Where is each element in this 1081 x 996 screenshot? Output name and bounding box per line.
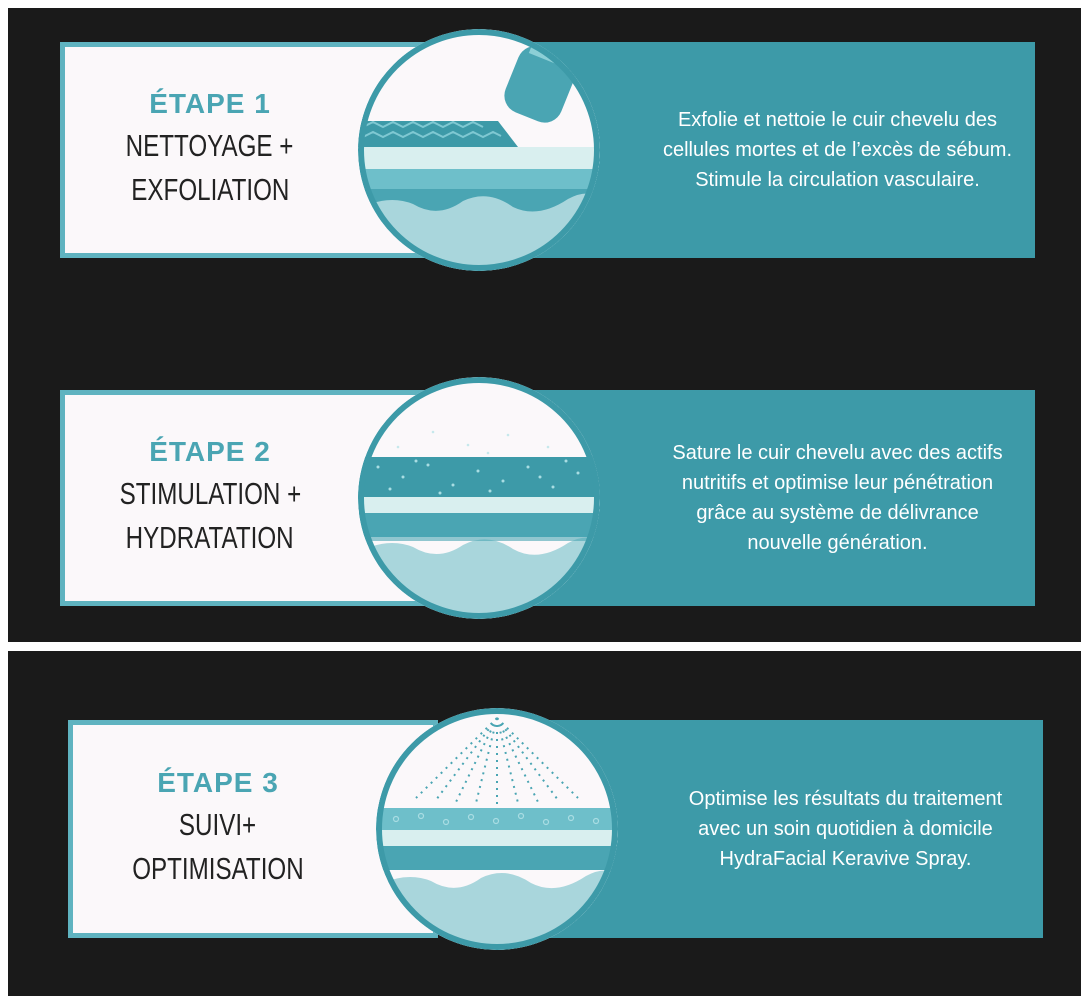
step-title: ÉTAPE 3 xyxy=(157,767,279,798)
step-label: ÉTAPE 1 NETTOYAGE + EXFOLIATION xyxy=(60,42,360,258)
serum-particles-icon xyxy=(358,377,600,619)
step-title: ÉTAPE 2 xyxy=(149,436,271,467)
step-description: Sature le cuir chevelu avec des actifs n… xyxy=(660,390,1015,606)
step-label: ÉTAPE 2 STIMULATION + HYDRATATION xyxy=(60,390,360,606)
panel-bottom: ÉTAPE 3 SUIVI+ OPTIMISATION Optimise les… xyxy=(8,651,1081,996)
step-card-1: ÉTAPE 1 NETTOYAGE + EXFOLIATION Exfolie … xyxy=(60,29,1035,271)
step-description: Optimise les résultats du traitement ave… xyxy=(668,720,1023,938)
step-card-2: ÉTAPE 2 STIMULATION + HYDRATATION Sature… xyxy=(60,377,1035,619)
step-description-text: Exfolie et nettoie le cuir chevelu des c… xyxy=(662,109,1013,191)
exfoliation-tip-icon xyxy=(358,29,600,271)
step-name-line1: SUIVI+ xyxy=(179,807,257,842)
step-title: ÉTAPE 1 xyxy=(149,88,271,119)
step-description-text: Sature le cuir chevelu avec des actifs n… xyxy=(672,442,1003,554)
step-description: Exfolie et nettoie le cuir chevelu des c… xyxy=(660,42,1015,258)
step-description-text: Optimise les résultats du traitement ave… xyxy=(688,788,1003,870)
step-name-line2: EXFOLIATION xyxy=(130,172,290,207)
step-name-line2: HYDRATATION xyxy=(126,520,294,555)
step-name-line1: NETTOYAGE + xyxy=(126,128,294,163)
step-name-line2: OPTIMISATION xyxy=(132,851,304,886)
panel-top: ÉTAPE 1 NETTOYAGE + EXFOLIATION Exfolie … xyxy=(8,8,1081,642)
spray-mist-icon xyxy=(376,708,618,950)
step-name-line1: STIMULATION + xyxy=(119,476,301,511)
step-label: ÉTAPE 3 SUIVI+ OPTIMISATION xyxy=(68,720,368,938)
step-card-3: ÉTAPE 3 SUIVI+ OPTIMISATION Optimise les… xyxy=(68,708,1043,950)
